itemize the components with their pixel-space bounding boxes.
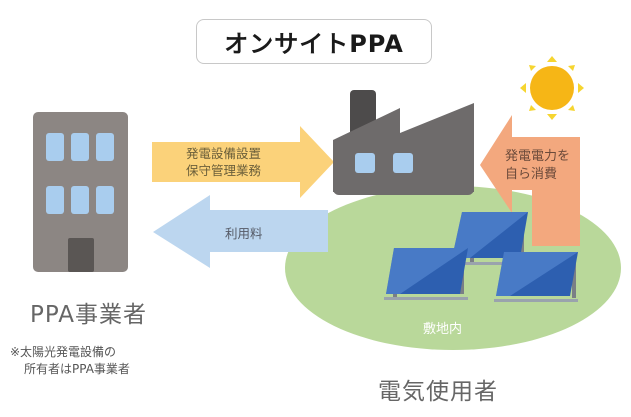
supply-line-2: 保守管理業務 — [186, 163, 262, 178]
supply-arrow — [152, 126, 334, 198]
self-line-2: 自ら消費 — [505, 167, 558, 182]
provider-label: PPA事業者 — [30, 302, 148, 328]
solar-panels-icon — [384, 212, 578, 302]
ownership-note: ※太陽光発電設備の 所有者はPPA事業者 — [10, 344, 130, 378]
note-line-1: ※太陽光発電設備の — [10, 345, 117, 359]
fee-arrow-label: 利用料 — [225, 226, 263, 241]
self-line-1: 発電電力を — [505, 149, 571, 164]
site-label: 敷地内 — [423, 322, 463, 337]
supply-arrow-label: 発電設備設置 保守管理業務 — [186, 145, 261, 179]
supply-line-1: 発電設備設置 — [186, 146, 262, 161]
consumer-label: 電気使用者 — [378, 379, 498, 405]
self-consumption-label: 発電電力を 自ら消費 — [505, 148, 570, 184]
note-line-2: 所有者はPPA事業者 — [24, 362, 130, 376]
fee-arrow — [153, 195, 328, 268]
factory-icon — [333, 90, 474, 195]
self-consumption-arrow — [480, 115, 580, 246]
diagram-title: オンサイトPPA — [196, 19, 432, 64]
sun-icon — [520, 56, 584, 120]
office-building-icon — [33, 112, 128, 272]
